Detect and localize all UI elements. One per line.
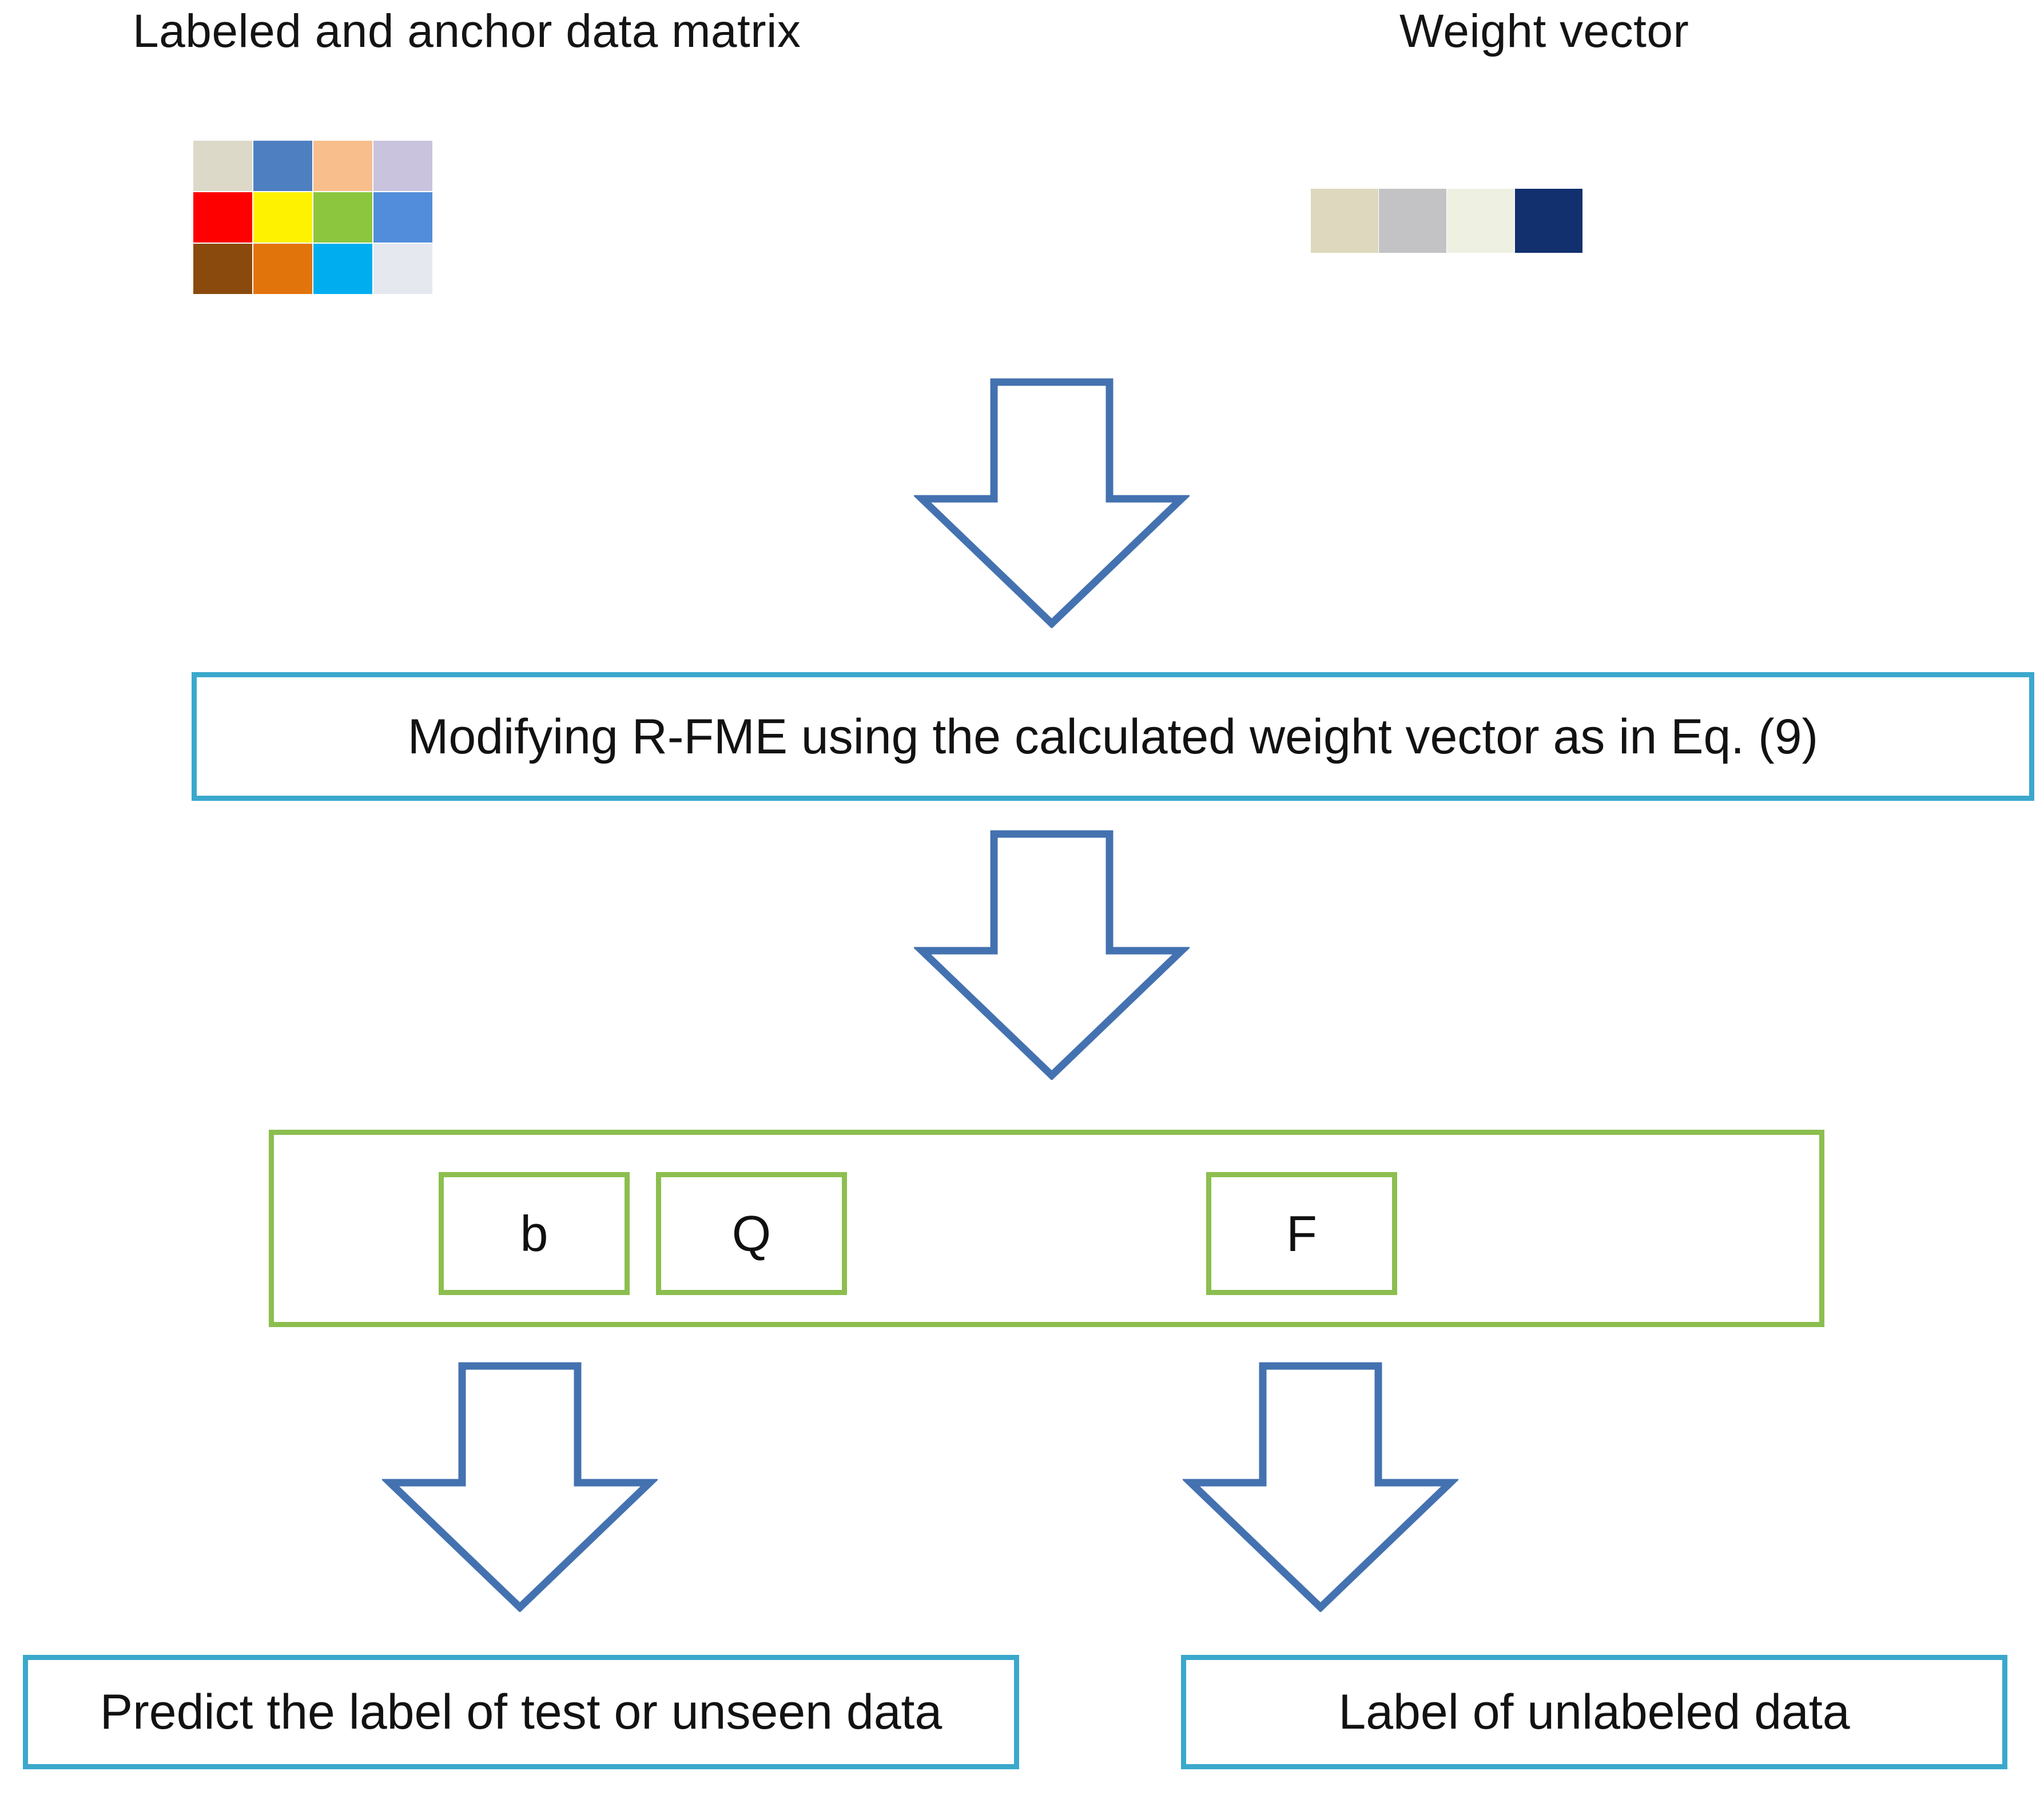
matrix-cell-r1c1: [193, 141, 252, 191]
matrix-cell-r3c3: [313, 244, 372, 294]
output-slot-b: b: [439, 1172, 630, 1295]
output-slot-f: F: [1206, 1172, 1397, 1295]
caption-weight-vector: Weight vector: [1399, 5, 1689, 57]
output-slot-q: Q: [656, 1172, 847, 1295]
matrix-cell-r1c4: [373, 141, 432, 191]
unlabeled-label-text: Label of unlabeled data: [1338, 1685, 1850, 1740]
weight-cell-2: [1379, 189, 1446, 253]
output-label-b: b: [520, 1205, 548, 1262]
down-arrow-icon-top: [914, 378, 1190, 628]
output-label-q: Q: [731, 1205, 772, 1262]
matrix-cell-r3c2: [253, 244, 312, 294]
matrix-cell-r2c1: [193, 192, 252, 243]
down-arrow-icon-right: [1183, 1361, 1458, 1612]
weight-vector: [1311, 189, 1582, 253]
output-label-f: F: [1286, 1205, 1317, 1262]
matrix-cell-r2c3: [313, 192, 372, 243]
matrix-cell-r1c2: [253, 141, 312, 191]
unlabeled-label-box: Label of unlabeled data: [1181, 1655, 2007, 1769]
data-matrix: [193, 141, 432, 294]
down-arrow-icon-left: [382, 1361, 658, 1612]
modify-rfme-label: Modifying R-FME using the calculated wei…: [407, 709, 1819, 764]
matrix-cell-r3c4: [373, 244, 432, 294]
down-arrow-icon-middle: [914, 829, 1190, 1080]
weight-cell-4: [1515, 189, 1582, 253]
caption-labeled-anchor-data-matrix: Labeled and anchor data matrix: [133, 5, 801, 57]
matrix-cell-r1c3: [313, 141, 372, 191]
modify-rfme-box: Modifying R-FME using the calculated wei…: [192, 672, 2034, 801]
matrix-cell-r2c4: [373, 192, 432, 243]
matrix-cell-r2c2: [253, 192, 312, 243]
predict-label-box: Predict the label of test or unseen data: [23, 1655, 1019, 1769]
weight-cell-1: [1311, 189, 1378, 253]
model-outputs-container: b Q F: [269, 1130, 1824, 1327]
predict-label-text: Predict the label of test or unseen data: [100, 1685, 943, 1740]
weight-cell-3: [1447, 189, 1514, 253]
matrix-cell-r3c1: [193, 244, 252, 294]
